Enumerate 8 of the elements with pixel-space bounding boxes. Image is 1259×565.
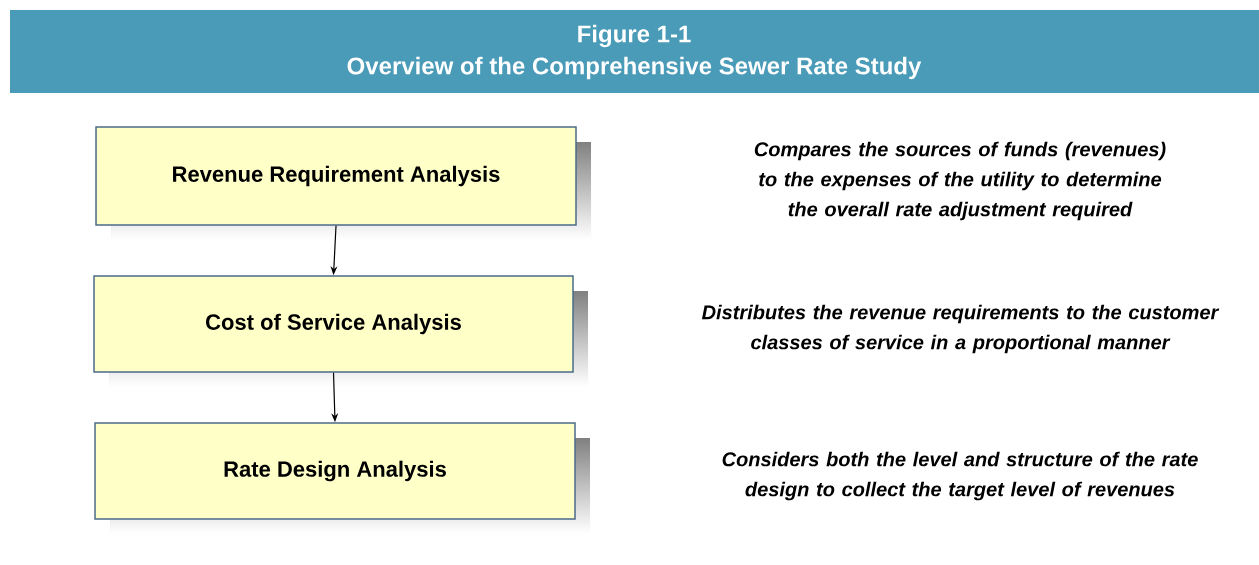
description-text: Distributes the revenue requirements to the customer classes of service in a proportional manner [701,304,1220,354]
process-box: Cost of Service Analysis [93,275,588,387]
figure-title: Figure 1-1 [578,24,691,48]
process-box: Revenue Requirement Analysis [95,126,591,240]
description-text: Compares the sources of funds (revenues) to the expenses of the utility to determine the overall rate adjustment required [754,141,1166,221]
description-text: Considers both the level and structure of the rate design to collect the target level of revenues [722,451,1198,501]
figure-title: Overview of the Comprehensive Sewer Rate Study [347,56,922,80]
process-box: Rate Design Analysis [94,422,590,534]
